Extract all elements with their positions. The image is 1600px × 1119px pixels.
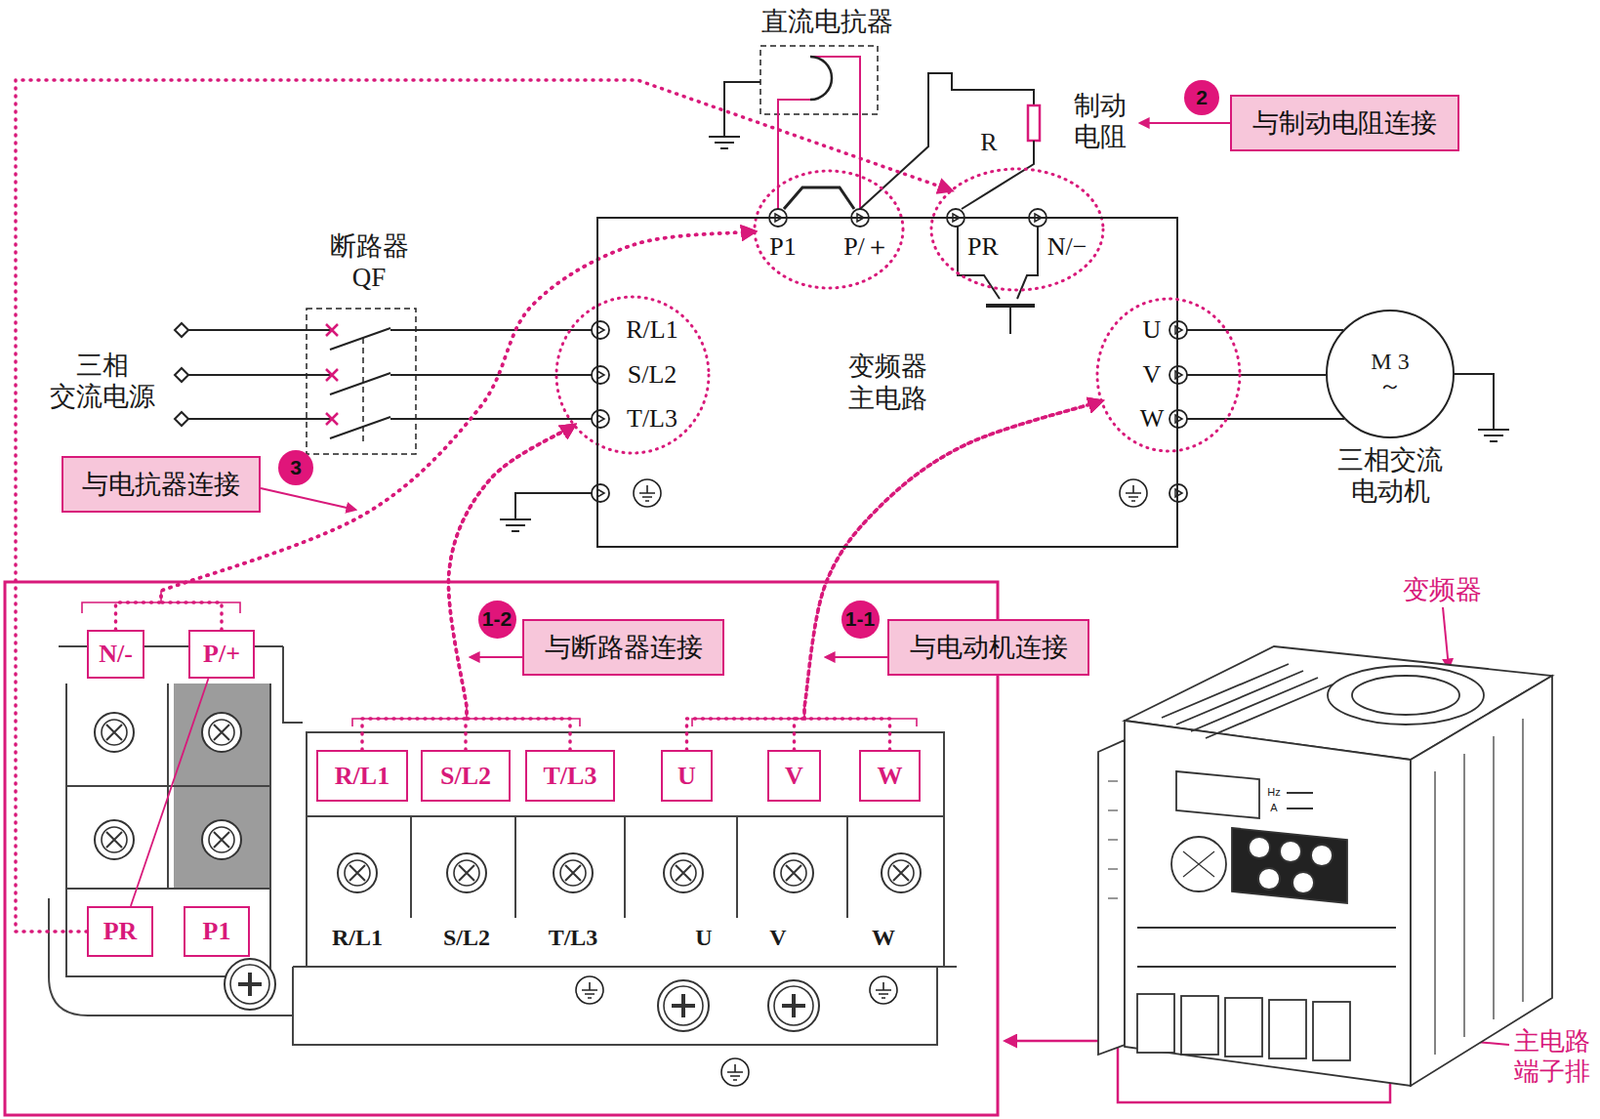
terminal-block-drawing xyxy=(48,646,957,1086)
terminal-name: V xyxy=(1143,359,1162,390)
terminal-name: U xyxy=(677,761,697,791)
terminal-group: R/L1S/L2T/L3 xyxy=(554,294,711,455)
terminal-label-box: W xyxy=(859,749,921,802)
terminal-name: N/- xyxy=(98,639,133,669)
dashed-ellipse xyxy=(754,170,903,288)
dashed-group-outline xyxy=(752,168,905,290)
terminal-name: T/L3 xyxy=(543,761,598,791)
label: T/L3 xyxy=(548,923,599,952)
callout-box: 与电动机连接 xyxy=(887,618,1090,676)
label: 断路器 QF xyxy=(325,230,413,294)
callout-leaders xyxy=(4,123,1510,1115)
callout-text: 与断路器连接 xyxy=(544,631,703,663)
terminal-name: U xyxy=(1143,314,1162,345)
terminal-label-box: R/L1 xyxy=(316,749,409,802)
terminal-label-box: N/- xyxy=(86,629,145,679)
motor-mark: M 3～ xyxy=(1366,349,1414,399)
terminal-name: PR xyxy=(103,916,138,946)
callout-number: 2 xyxy=(1195,85,1208,110)
dotted-connector xyxy=(804,401,1102,750)
terminal-name: S/L2 xyxy=(440,761,492,791)
callout-number: 1-1 xyxy=(841,600,880,639)
terminal-name: S/L2 xyxy=(627,359,678,390)
callout-box: 与电抗器连接 xyxy=(61,455,261,513)
label: S/L2 xyxy=(443,923,491,952)
terminal-label-box: U xyxy=(660,749,713,802)
label: V xyxy=(769,923,786,952)
dotted-connector xyxy=(687,401,1103,750)
dotted-connector xyxy=(794,401,1103,750)
terminal-name: R/L1 xyxy=(625,314,678,345)
terminal-name: PR xyxy=(967,231,999,262)
label: 主电路 端子排 xyxy=(1512,1025,1593,1087)
label: Hz xyxy=(1267,785,1280,799)
terminal-group: PR N/− xyxy=(929,166,1106,292)
label: R/L1 xyxy=(331,923,383,952)
terminal-label-box: PR xyxy=(86,905,154,957)
terminal-group: UVW xyxy=(1095,296,1242,453)
terminal-name: V xyxy=(784,761,804,791)
terminal-name: P/+ xyxy=(203,639,241,669)
terminal-label-box: P/+ xyxy=(188,629,255,679)
label: A xyxy=(1270,801,1277,815)
callout-box: 与制动电阻连接 xyxy=(1230,94,1460,152)
label: 制动 电阻 xyxy=(1070,89,1130,154)
callout-number: 3 xyxy=(278,450,314,486)
pair-line xyxy=(130,678,209,906)
dashed-group-outline xyxy=(1095,296,1242,453)
label: 变频器 xyxy=(1402,574,1482,606)
callout-text: 与电动机连接 xyxy=(909,631,1068,663)
inverter-title: 变频器 主电路 xyxy=(843,350,932,414)
schematic-wiring xyxy=(174,45,1510,532)
terminal-label-box: T/L3 xyxy=(525,749,616,802)
inverter-illustration xyxy=(1098,646,1553,1086)
motor-symbol: M 3～三相交流 电动机 xyxy=(1325,309,1455,439)
terminal-label-box: P1 xyxy=(183,905,250,957)
callout-number: 3 xyxy=(289,455,302,480)
callout-number: 1-2 xyxy=(482,607,512,631)
terminal-name: R/L1 xyxy=(334,761,390,791)
terminal-name: W xyxy=(877,761,903,791)
dashed-ellipse xyxy=(931,168,1104,290)
terminal-label-box: S/L2 xyxy=(420,749,511,802)
motor-caption: 三相交流 电动机 xyxy=(1334,444,1447,508)
callout-number: 2 xyxy=(1184,80,1220,116)
callout-text: 与制动电阻连接 xyxy=(1252,107,1437,139)
dashed-group-outline xyxy=(929,166,1106,292)
dotted-connector xyxy=(116,231,756,630)
callout-number: 1-1 xyxy=(845,607,875,631)
callout-box: 与断路器连接 xyxy=(522,618,725,676)
dotted-connector xyxy=(362,424,575,750)
label: W xyxy=(871,923,896,952)
terminal-name: P1 xyxy=(769,231,796,262)
terminal-name: W xyxy=(1140,403,1165,434)
dotted-connector xyxy=(161,231,755,630)
dashed-ellipse xyxy=(556,296,709,453)
callout-number: 1-2 xyxy=(478,600,517,639)
dotted-connector xyxy=(448,424,575,750)
inverter-main-circuit: 变频器 主电路 xyxy=(596,216,1179,548)
label: 直流电抗器 xyxy=(761,5,894,38)
terminal-name: P/＋ xyxy=(843,231,891,262)
terminal-name: T/L3 xyxy=(626,403,678,434)
label: R xyxy=(980,126,997,158)
terminal-label-box: V xyxy=(767,749,821,802)
callout-text: 与电抗器连接 xyxy=(82,468,241,500)
label: 三相 交流电源 xyxy=(46,349,160,413)
dashed-ellipse xyxy=(1097,298,1240,452)
terminal-group: P1 P/＋ xyxy=(752,168,905,290)
terminal-name: P1 xyxy=(203,916,232,946)
terminal-name: N/− xyxy=(1047,231,1088,262)
dotted-connector xyxy=(448,424,575,750)
label: U xyxy=(695,923,712,952)
dotted-connector xyxy=(15,80,952,932)
